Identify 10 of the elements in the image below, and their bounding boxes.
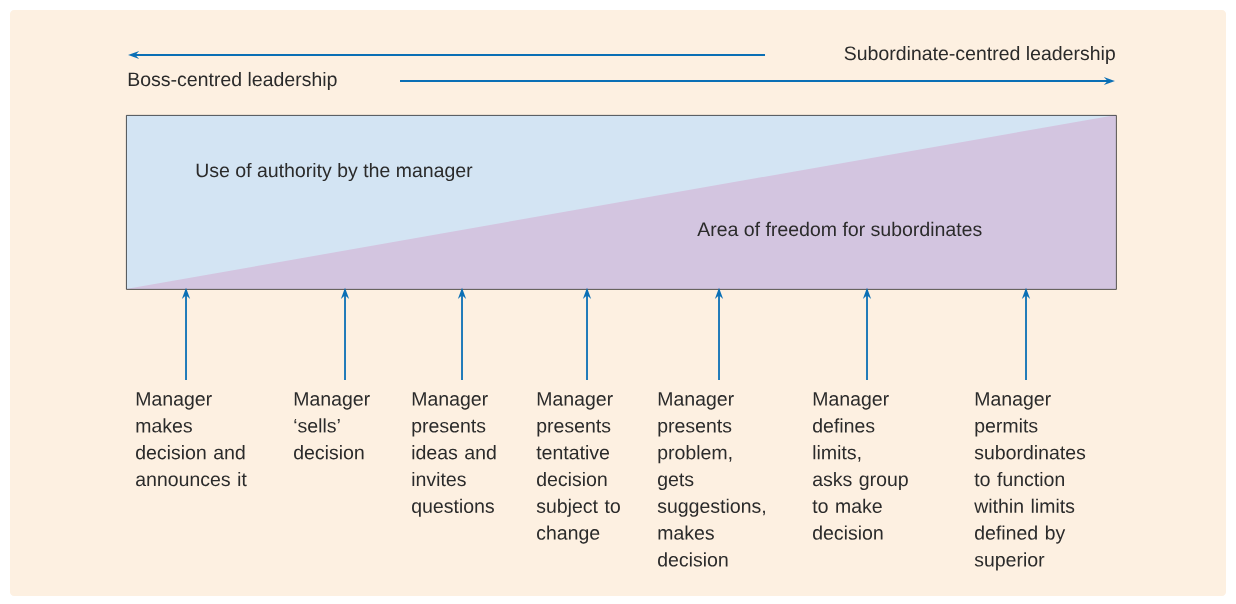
heading-label: Boss-centred leadership [128,71,337,91]
heading-label: Subordinate-centred leadership [844,45,1115,65]
option-text: Manager presents tentative decision subject to change [536,392,620,544]
option-text: Manager permits subordinates to function within limits defined by superior [974,392,1086,571]
option-text: Manager defines limits, asks group to make decision [812,392,908,540]
option-text: Manager presents ideas and invites questions [412,392,496,517]
option-text: Manager ‘sells’ decision [294,392,370,460]
option-text: Manager presents problem, gets suggestions, makes decision [657,392,765,567]
option-text: Manager makes decision and announces it [136,392,247,487]
gradient-box: Use of authority by the manager Area of freedom for subordinates [126,115,1117,290]
